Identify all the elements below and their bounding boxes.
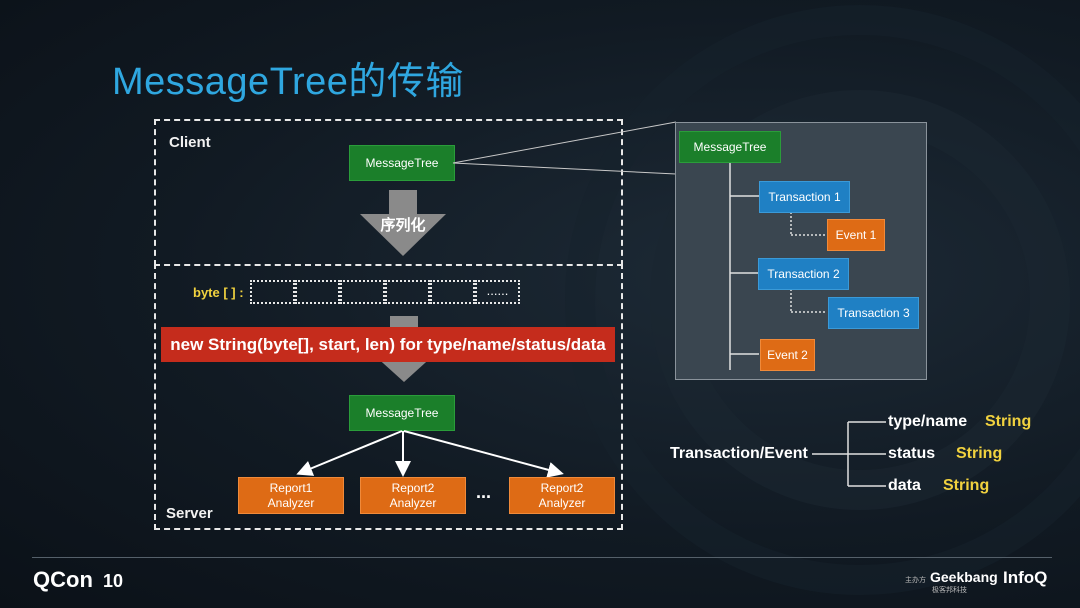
client-messagetree-label: MessageTree <box>365 155 439 170</box>
analyzer-line1: Report2 <box>391 480 435 495</box>
tree-connectors <box>729 162 827 370</box>
tree-node-transaction3: Transaction 3 <box>828 297 919 329</box>
report-analyzer-box: Report1 Analyzer <box>238 477 344 514</box>
qcon-logo: QCon 10 <box>33 567 123 593</box>
byte-cell <box>250 280 295 304</box>
tree-node-transaction2: Transaction 2 <box>758 258 849 290</box>
field-name: status <box>888 445 936 462</box>
analyzer-line1: Report2 <box>540 480 584 495</box>
geekbang-logo: Geekbang <box>930 569 998 585</box>
page-title: MessageTree的传输 <box>112 61 464 103</box>
server-label: Server <box>166 505 213 522</box>
structure-bracket <box>812 421 886 487</box>
byte-cell <box>295 280 340 304</box>
tree-node-event2: Event 2 <box>760 339 815 371</box>
tree-root-messagetree: MessageTree <box>679 131 781 163</box>
structure-root-label: Transaction/Event <box>670 445 808 462</box>
field-name: type/name <box>888 413 968 430</box>
field-name: data <box>888 477 921 494</box>
tree-node-label: Event 1 <box>835 227 877 242</box>
analyzer-line2: Analyzer <box>267 495 315 510</box>
server-messagetree-label: MessageTree <box>365 405 439 420</box>
server-frame <box>154 263 623 530</box>
messagetree-detail-panel <box>675 122 927 380</box>
analyzer-ellipsis: ... <box>476 482 492 502</box>
tree-root-label: MessageTree <box>693 139 767 154</box>
serialize-arrow <box>360 190 446 256</box>
footer-divider <box>32 557 1052 558</box>
report-analyzer-box: Report2 Analyzer <box>509 477 615 514</box>
byte-cell <box>430 280 475 304</box>
byte-cell <box>385 280 430 304</box>
serialize-label: 序列化 <box>380 217 426 234</box>
byte-cell <box>340 280 385 304</box>
field-type: String <box>943 477 990 494</box>
analyzer-line2: Analyzer <box>538 495 586 510</box>
qcon-logo-mark: 10 <box>103 571 124 591</box>
client-frame <box>154 119 623 266</box>
field-type: String <box>956 445 1003 462</box>
tree-node-event1: Event 1 <box>827 219 885 251</box>
field-type: String <box>985 413 1032 430</box>
deserialize-code-bar: new String(byte[], start, len) for type/… <box>161 327 615 362</box>
tree-node-label: Transaction 3 <box>837 305 910 320</box>
host-small-label: 主办方 <box>905 577 926 584</box>
byte-cell-more: ...... <box>475 280 520 304</box>
analyzer-arrows <box>296 430 564 478</box>
callout-lines <box>452 121 677 175</box>
geekbang-sub-label: 极客邦科技 <box>932 587 967 594</box>
tree-node-label: Transaction 1 <box>768 189 841 204</box>
qcon-logo-text: QCon <box>33 567 93 592</box>
infoq-logo: InfoQ <box>1003 568 1048 587</box>
tree-node-label: Event 2 <box>767 347 808 362</box>
analyzer-line2: Analyzer <box>389 495 437 510</box>
tree-node-transaction1: Transaction 1 <box>759 181 850 213</box>
client-label: Client <box>169 134 211 151</box>
byte-array-label: byte [ ] : <box>193 285 244 300</box>
analyzer-line1: Report1 <box>269 480 313 495</box>
client-messagetree-box: MessageTree <box>349 145 455 181</box>
server-messagetree-box: MessageTree <box>349 395 455 431</box>
report-analyzer-box: Report2 Analyzer <box>360 477 466 514</box>
tree-node-label: Transaction 2 <box>767 266 840 281</box>
